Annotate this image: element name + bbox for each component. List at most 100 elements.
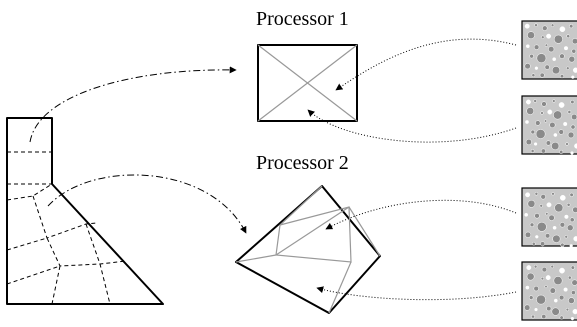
macro-domain	[6, 117, 164, 305]
microstructure-particle	[563, 121, 568, 127]
microstructure-particle	[549, 121, 556, 129]
microstructure-particle	[558, 129, 564, 135]
microstructure-particle	[573, 236, 577, 242]
microstructure-particle	[524, 212, 529, 217]
microstructure-particle	[559, 267, 565, 274]
microstructure-particle	[571, 48, 577, 54]
microstructure-particle	[559, 53, 565, 59]
microstructure-particle	[568, 55, 576, 63]
microstructure-particle	[525, 120, 529, 124]
microstructure-particle	[530, 149, 535, 153]
microstructure-particle	[553, 133, 558, 137]
microstructure-particle	[531, 73, 536, 78]
microstructure-particle	[552, 99, 556, 103]
microstructure-particle	[528, 295, 534, 300]
processor-1-label: Processor 1	[256, 8, 349, 30]
microstructure-particle	[536, 221, 547, 232]
microstructure-particle	[559, 26, 566, 33]
microstructure-particle	[533, 264, 538, 269]
microstructure-particle	[551, 66, 561, 75]
microstructure-particle	[546, 306, 552, 312]
microstructure-particle	[567, 131, 575, 139]
microstructure-particle	[541, 314, 547, 320]
microstructure-particle	[533, 142, 538, 146]
microstructure-particle	[524, 304, 531, 311]
processor-2-label: Processor 2	[256, 152, 349, 174]
microstructure-particle	[540, 148, 546, 154]
microstructure-particle	[534, 213, 540, 219]
microstructure-particle	[569, 192, 574, 197]
microstructure-particle	[527, 31, 535, 40]
processor-2-element	[235, 185, 381, 314]
processor-1-element	[257, 44, 358, 122]
microstructure-particle	[551, 141, 560, 151]
microstructure-particle	[529, 53, 534, 59]
microstructure-particle	[552, 234, 561, 243]
microstructure-particle	[525, 99, 531, 105]
microstructure-particle	[569, 24, 574, 29]
microstructure-particle	[547, 109, 553, 115]
microstructure-particle	[559, 149, 564, 155]
microstructure-particle	[524, 63, 531, 70]
microstructure-particle	[535, 235, 539, 239]
microstructure-particle	[544, 43, 548, 47]
microstructure-particle	[570, 124, 576, 130]
microstructure-particle	[526, 272, 535, 281]
microstructure-particle	[552, 57, 557, 62]
microstructure-particle	[526, 265, 532, 271]
microstructure-particle	[570, 316, 575, 321]
microstructure-particle	[533, 99, 537, 103]
microstructure-particle	[553, 110, 563, 120]
microstructure-particle	[559, 194, 566, 201]
microstructure-particle	[564, 235, 568, 239]
microstructure-particle	[535, 129, 546, 139]
microstructure-particle	[524, 231, 532, 238]
microstructure-particle	[570, 265, 575, 270]
microstructure-particle	[526, 107, 535, 115]
microstructure-particle	[534, 192, 539, 196]
microstructure-sample-4	[521, 261, 577, 321]
arrow-micro-1-to-processor-1	[335, 38, 517, 91]
microstructure-particle	[540, 276, 545, 281]
microstructure-particle	[563, 46, 569, 51]
microstructure-particle	[551, 307, 560, 316]
macro-subdomain-boundaries	[6, 151, 127, 305]
microstructure-particle	[548, 46, 555, 53]
microstructure-particle	[533, 285, 539, 292]
microstructure-particle	[545, 275, 551, 281]
microstructure-particle	[567, 110, 572, 114]
arrow-micro-2-to-processor-1	[307, 109, 517, 143]
microstructure-particle	[559, 222, 566, 228]
microstructure-particle	[565, 307, 570, 312]
microstructure-particle	[530, 129, 536, 135]
microstructure-particle	[534, 66, 539, 70]
microstructure-particle	[548, 214, 555, 221]
arrow-macro-to-processor-1	[29, 66, 237, 143]
microstructure-particle	[571, 38, 577, 45]
microstructure-particle	[560, 242, 565, 247]
microstructure-sample-3	[521, 187, 577, 247]
microstructure-particle	[524, 23, 530, 29]
microstructure-particle	[534, 23, 538, 27]
microstructure-particle	[545, 233, 551, 239]
microstructure-particle	[535, 120, 541, 126]
microstructure-particle	[546, 202, 552, 208]
microstructure-particle	[569, 244, 573, 247]
microstructure-sample-1	[521, 20, 577, 80]
microstructure-particle	[564, 214, 569, 219]
microstructure-particle	[571, 75, 575, 79]
microstructure-particle	[550, 264, 554, 269]
microstructure-particle	[570, 151, 574, 155]
microstructure-particle	[525, 192, 531, 198]
microstructure-particle	[545, 212, 549, 216]
microstructure-particle	[536, 294, 546, 305]
microstructure-particle	[558, 102, 565, 108]
microstructure-particle	[544, 285, 548, 289]
microstructure-particle	[563, 287, 568, 292]
microstructure-particle	[539, 204, 543, 208]
microstructure-particle	[546, 33, 552, 39]
microstructure-particle	[566, 34, 571, 39]
microstructure-particle	[545, 140, 551, 146]
microstructure-particle	[544, 119, 548, 123]
